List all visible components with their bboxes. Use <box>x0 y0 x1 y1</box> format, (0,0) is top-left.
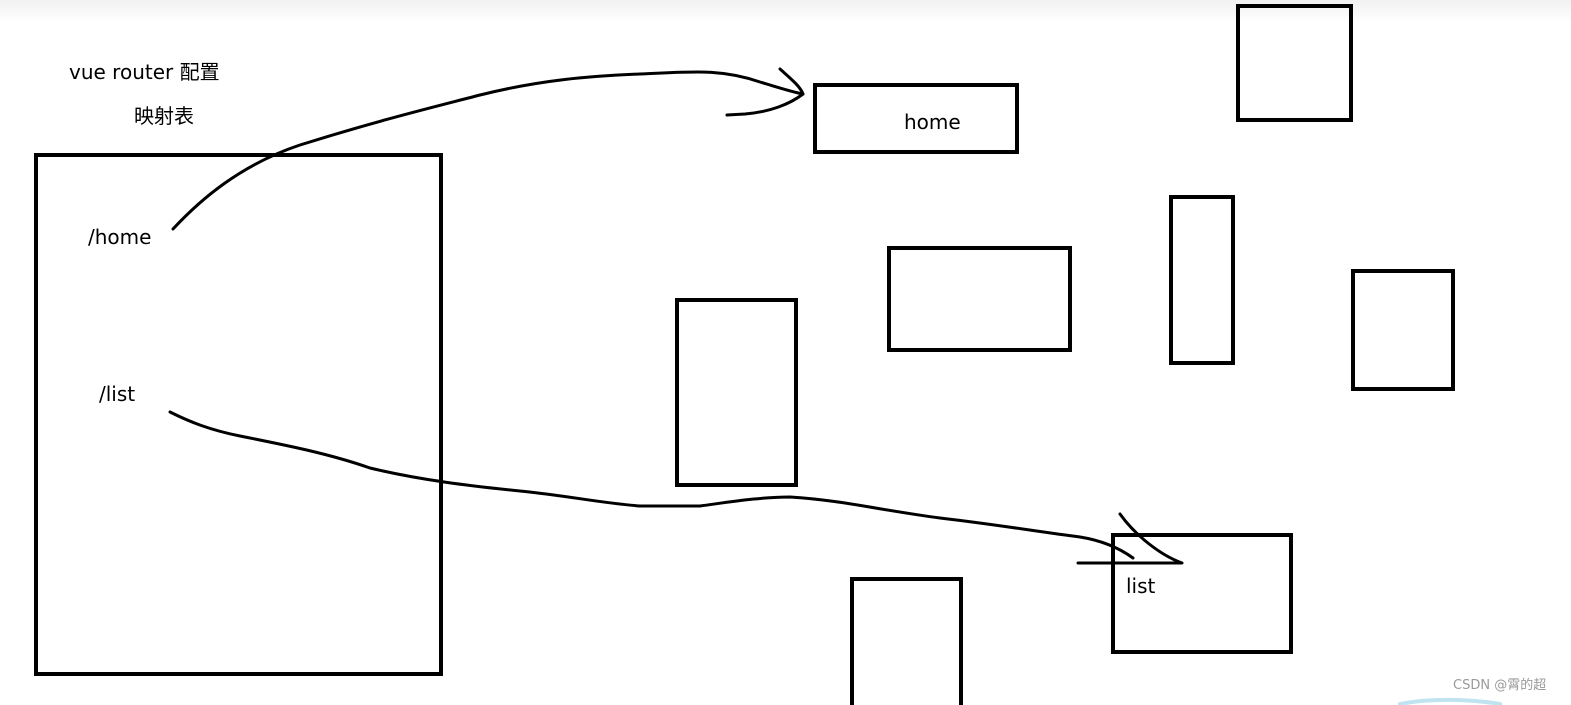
mapping-table-label: 映射表 <box>134 104 194 128</box>
home-arrow-head <box>725 67 805 117</box>
route-list-label: /list <box>99 382 136 406</box>
component-box <box>1169 195 1235 365</box>
list-mapping-arrow <box>168 410 1135 560</box>
home-component-box <box>813 83 1019 154</box>
route-home-label: /home <box>88 225 152 249</box>
component-box <box>850 577 963 705</box>
list-component-box <box>1111 533 1293 654</box>
diagram-title: vue router 配置 <box>69 60 220 84</box>
home-mapping-arrow <box>171 70 805 231</box>
component-box <box>1236 4 1353 122</box>
watermark: CSDN @霄的超 <box>1453 678 1547 693</box>
component-box <box>1351 269 1455 391</box>
component-box <box>675 298 798 487</box>
decorative-swoosh <box>1398 697 1502 705</box>
list-component-label: list <box>1126 574 1156 598</box>
mapping-table-box <box>34 153 443 676</box>
top-fade <box>0 0 1571 22</box>
list-arrow-head <box>1076 512 1184 565</box>
component-box <box>887 246 1072 352</box>
home-component-label: home <box>904 110 961 134</box>
